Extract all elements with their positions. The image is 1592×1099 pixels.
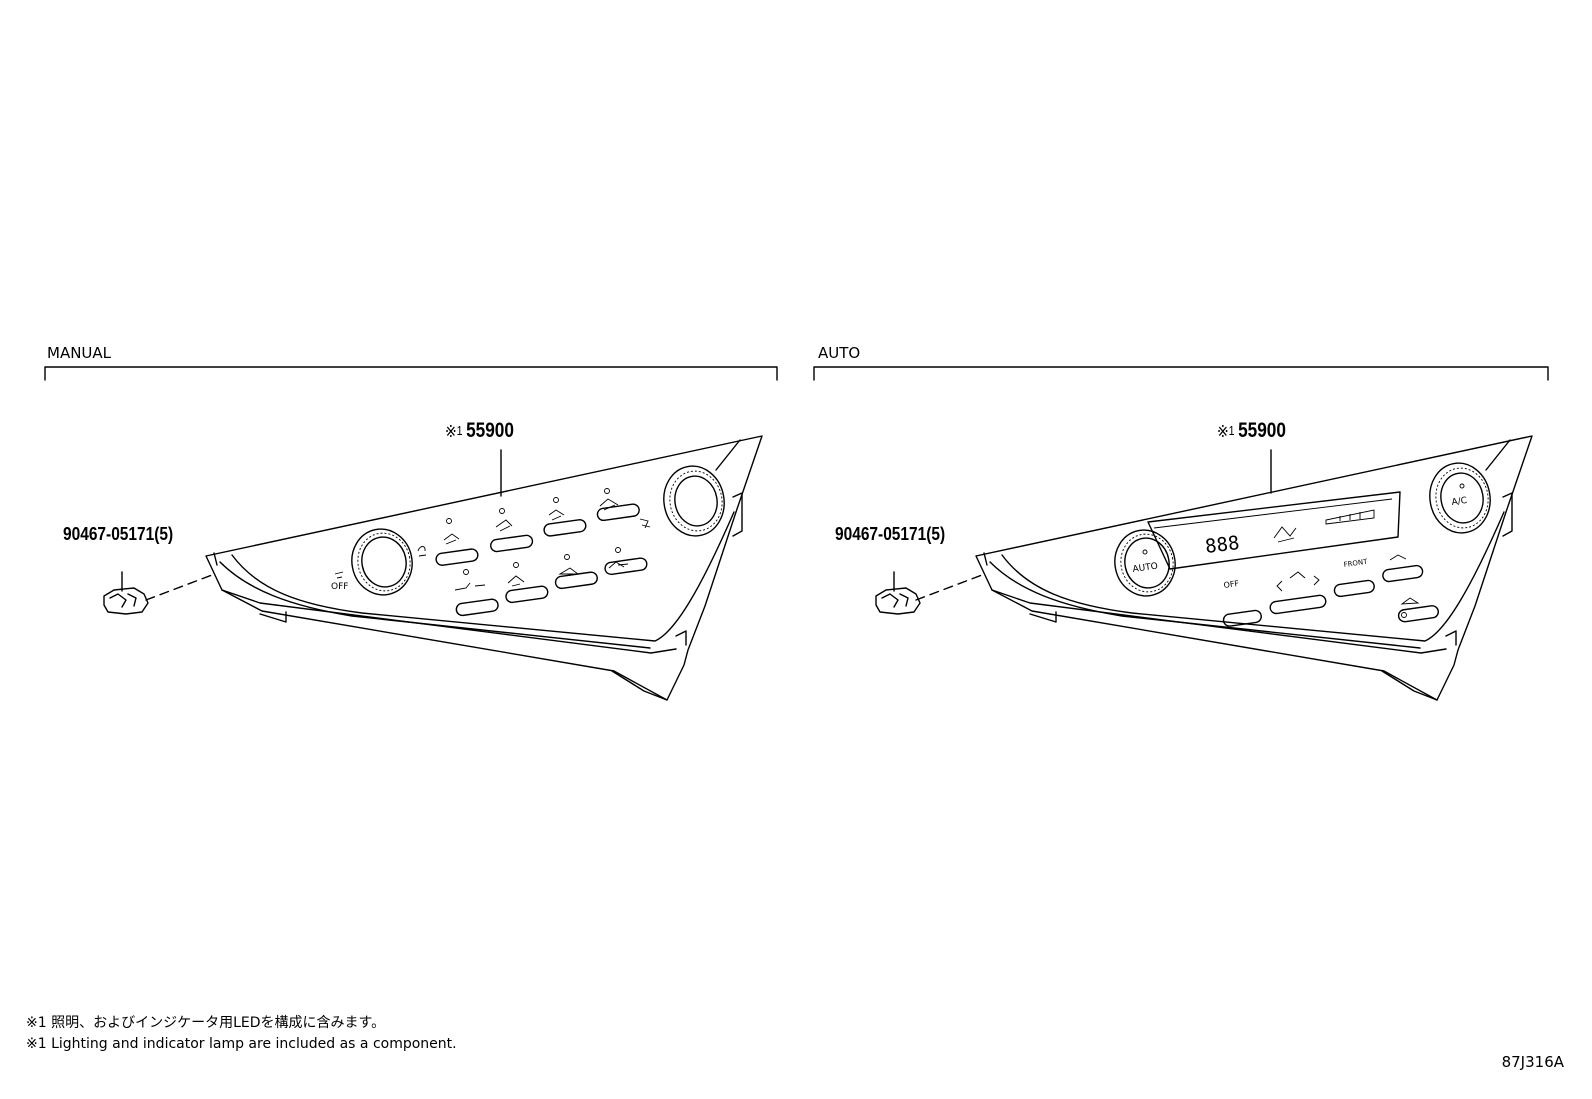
callout-ref: 1 [1228,423,1235,438]
auto-part-number: 55900 [1238,419,1286,442]
auto-clip [875,571,921,615]
manual-part-callout: ※1 55900 [445,419,514,443]
auto-off-label: OFF [1223,579,1240,590]
figure-reference: 87J316A [1501,1053,1564,1071]
footnote-english: ※1 Lighting and indicator lamp are inclu… [26,1036,457,1052]
manual-clip-part-number: 90467-05171(5) [63,524,174,544]
manual-bracket [44,366,778,381]
manual-part-number: 55900 [466,419,514,442]
auto-control-panel: 888 AUTO A/C OFF FRONT [915,435,1533,701]
callout-ref: 1 [456,423,463,438]
manual-control-panel: OFF [145,435,763,701]
auto-knob-label: AUTO [1132,562,1158,575]
manual-clip [103,571,149,615]
ac-knob-label: A/C [1451,496,1468,508]
callout-mark: ※ [445,422,457,441]
auto-section-label: AUTO [818,344,861,362]
manual-section-label: MANUAL [47,344,112,362]
auto-clip-part-number: 90467-05171(5) [835,524,946,544]
footnote-japanese: ※1 照明、およびインジケータ用LEDを構成に含みます。 [26,1015,386,1031]
manual-off-label: OFF [331,582,348,592]
auto-part-callout: ※1 55900 [1217,419,1286,443]
auto-bracket [813,366,1549,381]
auto-front-label: FRONT [1343,558,1369,569]
auto-display-digits: 888 [1204,532,1241,558]
callout-mark: ※ [1217,422,1229,441]
